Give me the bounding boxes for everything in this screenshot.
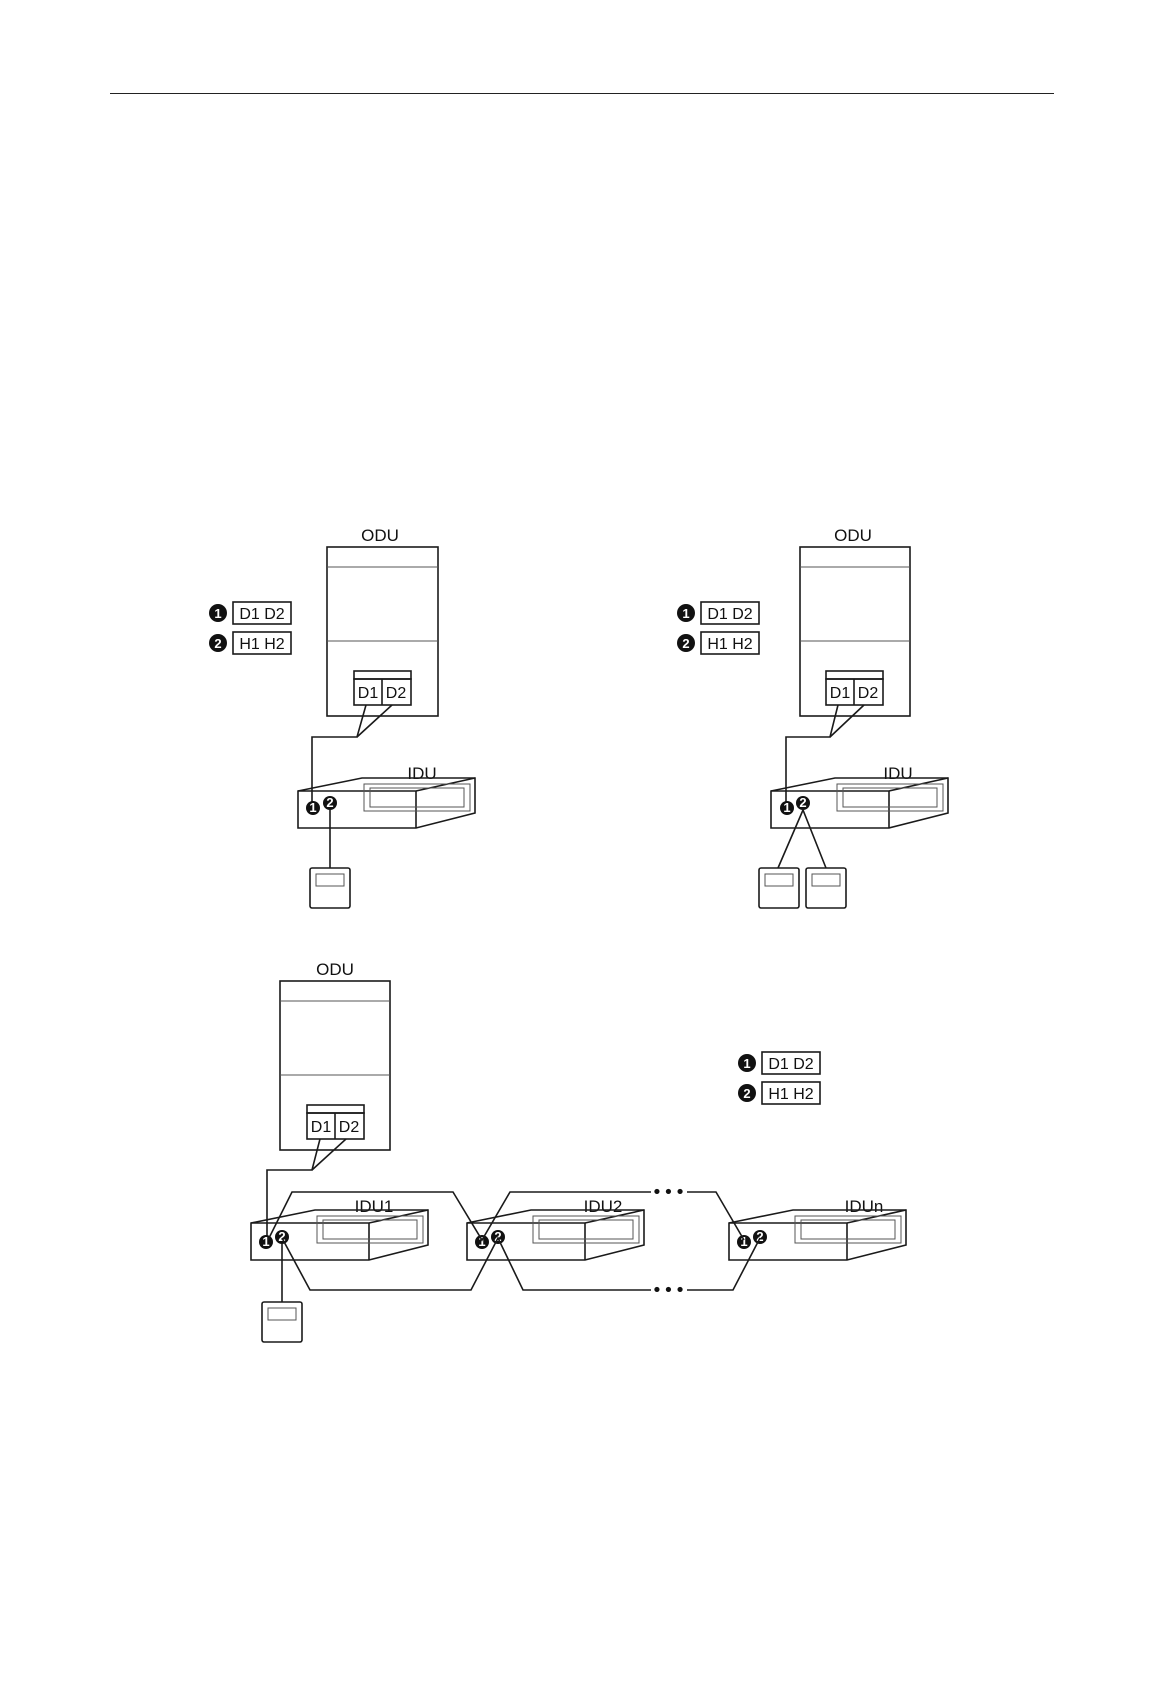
legend-text-d1d2: D1 D2: [239, 606, 284, 623]
wired-controller: [806, 868, 846, 908]
indoor-unit-n: IDUn 1 2: [729, 1197, 906, 1260]
legend-text-h1h2: H1 H2: [768, 1086, 813, 1103]
legend: 1 D1 D2 2 H1 H2: [677, 602, 759, 654]
legend-item-2: 2 H1 H2: [677, 632, 759, 654]
terminal-d1: D1: [358, 685, 379, 702]
outdoor-unit: ODU D1 D2: [327, 526, 438, 716]
wired-controller: [310, 868, 350, 908]
legend-number: 1: [743, 1056, 750, 1071]
idu2-label: IDU2: [584, 1197, 623, 1216]
legend-item-1: 1 D1 D2: [738, 1052, 820, 1074]
terminal-block: D1 D2: [354, 671, 411, 705]
diagram-single-controller: 1 D1 D2 2 H1 H2 ODU D1 D2: [209, 526, 475, 908]
terminal-block: D1 D2: [826, 671, 883, 705]
indoor-unit: IDU 1 2: [298, 764, 475, 828]
odu-label: ODU: [361, 526, 399, 545]
legend-item-2: 2 H1 H2: [738, 1082, 820, 1104]
idu-label: IDU: [407, 764, 436, 783]
indoor-unit-2: IDU2 1 2: [467, 1197, 644, 1260]
legend-item-2: 2 H1 H2: [209, 632, 291, 654]
wired-controller: [759, 868, 799, 908]
legend-number: 2: [214, 636, 221, 651]
indoor-unit: IDU 1 2: [771, 764, 948, 828]
port-number: 2: [799, 795, 806, 810]
terminal-d2: D2: [339, 1119, 360, 1136]
legend-number: 1: [214, 606, 221, 621]
legend-number: 2: [682, 636, 689, 651]
legend-item-1: 1 D1 D2: [209, 602, 291, 624]
diagram-dual-controller: 1 D1 D2 2 H1 H2 ODU D1 D2: [677, 526, 948, 908]
port-number: 1: [783, 800, 790, 815]
odu-label: ODU: [316, 960, 354, 979]
odu-label: ODU: [834, 526, 872, 545]
ellipsis-bottom: •••: [652, 1280, 687, 1301]
legend-number: 1: [682, 606, 689, 621]
outdoor-unit: ODU D1 D2: [280, 960, 390, 1150]
wired-controller: [262, 1302, 302, 1342]
legend-text-d1d2: D1 D2: [707, 606, 752, 623]
port-number: 2: [326, 795, 333, 810]
legend: 1 D1 D2 2 H1 H2: [209, 602, 291, 654]
terminal-d1: D1: [830, 685, 851, 702]
idun-label: IDUn: [845, 1197, 884, 1216]
indoor-unit-1: IDU1 1 2: [251, 1197, 428, 1260]
legend-item-1: 1 D1 D2: [677, 602, 759, 624]
legend: 1 D1 D2 2 H1 H2: [738, 1052, 820, 1104]
idu1-label: IDU1: [355, 1197, 394, 1216]
legend-number: 2: [743, 1086, 750, 1101]
legend-text-h1h2: H1 H2: [707, 636, 752, 653]
terminal-d2: D2: [386, 685, 407, 702]
terminal-block: D1 D2: [307, 1105, 364, 1139]
terminal-d2: D2: [858, 685, 879, 702]
port-number: 1: [309, 800, 316, 815]
terminal-d1: D1: [311, 1119, 332, 1136]
idu-label: IDU: [883, 764, 912, 783]
port-number: 1: [262, 1234, 269, 1249]
diagram-multi-idu: 1 D1 D2 2 H1 H2 ODU D1 D2: [251, 960, 906, 1342]
ellipsis-top: •••: [652, 1182, 687, 1203]
outdoor-unit: ODU D1 D2: [800, 526, 910, 716]
legend-text-h1h2: H1 H2: [239, 636, 284, 653]
legend-text-d1d2: D1 D2: [768, 1056, 813, 1073]
